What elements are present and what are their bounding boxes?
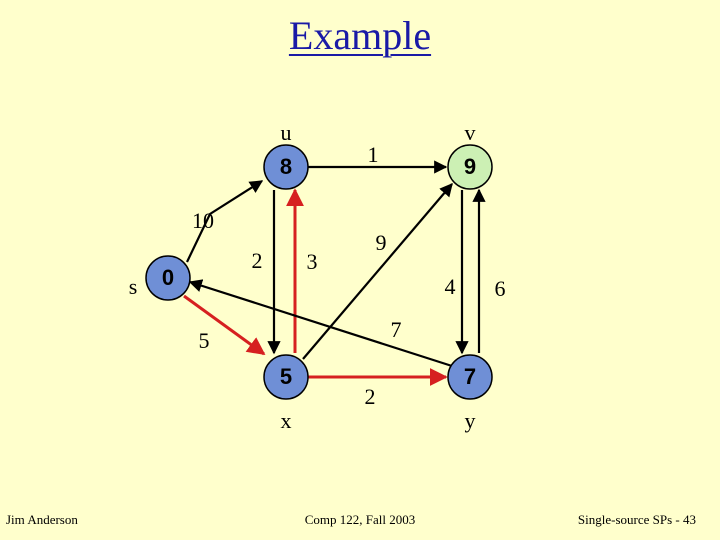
footer-page: Single-source SPs - 43: [577, 512, 696, 527]
edge-weight-y-s: 7: [391, 317, 402, 342]
edge-weight-y-v: 6: [495, 276, 506, 301]
edge-weights-layer: 10 5 1 2 3 9 2 4 6 7: [192, 142, 506, 409]
edge-weight-s-x: 5: [199, 328, 210, 353]
node-u: [263, 144, 309, 190]
node-value-v: 9: [464, 154, 476, 179]
node-label-x: x: [281, 408, 292, 433]
edge-weight-u-x: 2: [252, 248, 263, 273]
node-value-u: 8: [280, 154, 292, 179]
node-x: [263, 354, 309, 400]
slide-title: Example: [288, 13, 432, 58]
node-label-v: v: [465, 120, 476, 145]
node-y: [447, 354, 493, 400]
node-value-y: 7: [464, 364, 476, 389]
node-value-s: 0: [162, 265, 174, 290]
edge-weight-x-v: 9: [376, 230, 387, 255]
edge-y-s: [188, 279, 453, 368]
edge-s-x: [183, 294, 266, 356]
edge-weight-v-y: 4: [445, 274, 456, 299]
node-label-u: u: [281, 120, 292, 145]
node-label-s: s: [129, 274, 138, 299]
edge-x-v: [302, 182, 453, 360]
footer-course: Comp 122, Fall 2003: [304, 512, 416, 527]
node-label-y: y: [465, 408, 476, 433]
edge-s-u: [186, 180, 264, 263]
edges-layer: [183, 160, 486, 386]
edge-weight-u-v: 1: [368, 142, 379, 167]
node-v: [447, 144, 493, 190]
node-s: [145, 255, 191, 301]
node-value-x: 5: [280, 364, 292, 389]
edge-weight-s-u: 10: [192, 208, 214, 233]
edge-weight-x-y: 2: [365, 384, 376, 409]
nodes-layer: 0s 8 u 9 v 5 x 7 y: [129, 120, 493, 433]
footer-author: Jim Anderson: [6, 512, 78, 527]
edge-weight-x-u: 3: [307, 249, 318, 274]
